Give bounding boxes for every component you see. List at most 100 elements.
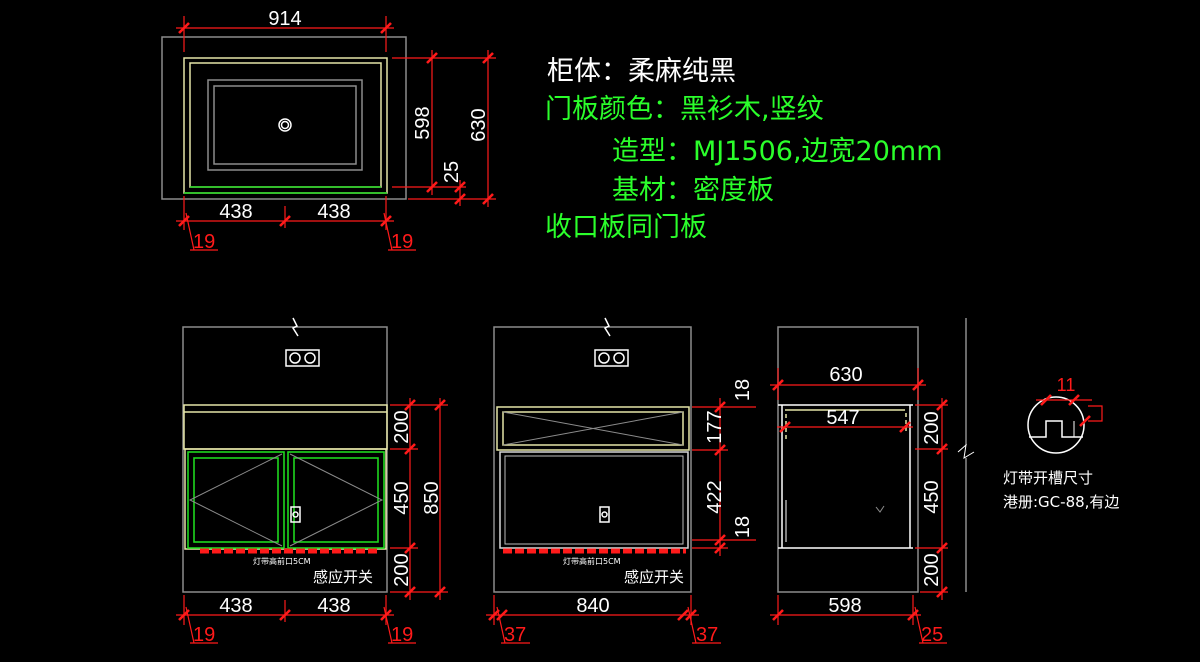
drain-hole-inner [280,120,290,130]
dimension-tick [936,443,948,455]
section-body-depth-label: 598 [828,595,861,617]
socket-outlet [289,352,301,364]
plan-right-half-label: 438 [317,201,350,223]
break-symbol [291,317,299,337]
plan-outline [161,36,407,200]
dimension-tick [1040,394,1052,406]
left-door [187,451,285,549]
section-middle-dim-label: 450 [921,480,943,513]
leader-line [185,212,195,251]
elevation-outline [493,326,692,593]
plan-total-depth-label: 630 [468,108,490,141]
dimension-tick [936,586,948,598]
trim-note: 收口板同门板 [545,212,707,243]
sink-basin-inner [213,85,357,165]
cabinet-dim-label: 422 [704,480,726,513]
section-mark [875,505,885,513]
dimension-tick [677,609,689,621]
break-symbol [957,443,975,459]
dimension-tick [434,399,446,411]
front-left-side-label: 19 [193,624,215,646]
spec-notes: 柜体：柔麻纯黑 门板颜色：黑衫木,竖纹 造型：MJ1506,边宽20mm 基材：… [545,56,943,243]
break-symbol [603,317,611,337]
section-outline [777,326,919,593]
led-height-note: 灯带高前口5CM [253,556,311,566]
front-elevation: 灯带高前口5CM 感应开关 [182,317,388,593]
dimension-tick [482,52,494,64]
sensor-switch-dot [292,511,299,518]
front-right-half-label: 438 [317,595,350,617]
front-elevation-dimensions: 200 450 200 850 438 438 19 19 [176,398,448,646]
leader-line [914,606,924,644]
leader-line [687,606,697,644]
dimension-tick [1079,415,1091,427]
front-right-side-label: 19 [391,624,413,646]
groove-depth-bracket [1088,405,1103,422]
drawer-rail [496,406,690,451]
dimension-tick [488,609,500,621]
leader-line [383,212,393,251]
dimension-tick [912,379,924,391]
plan-right-side-label: 19 [391,231,413,253]
elevation-outline [182,326,388,593]
top-panel-label: 18 [732,379,754,401]
dimension-tick [178,22,190,34]
dimension-tick [714,542,726,554]
socket-outlet [304,352,316,364]
substrate-note: 基材：密度板 [612,175,774,206]
leader-line [496,606,506,644]
dimension-tick [380,22,392,34]
plan-width-label: 914 [268,8,301,30]
section-lower-dim-label: 200 [921,553,943,586]
front-door-dim-label: 450 [391,481,413,514]
sensor-switch-dot [601,511,608,518]
plan-left-side-label: 19 [193,231,215,253]
plan-dimensions: 914 598 25 630 438 438 19 [176,8,496,253]
leader-line [383,606,393,644]
plan-back-gap-label: 25 [441,161,463,183]
dimension-tick [279,609,291,621]
left-door-panel [193,457,279,543]
dimension-tick [772,609,784,621]
drawer-dim-label: 177 [704,410,726,443]
dimension-tick [714,401,726,413]
dimension-tick [426,181,438,193]
drain-hole [278,118,292,132]
dimension-tick [279,215,291,227]
sensor-switch-icon [599,506,610,523]
dimension-tick [714,534,726,546]
dimension-tick [1068,394,1080,406]
socket-outlet [613,352,625,364]
groove-profile [1029,420,1083,438]
front-upper-dim-label: 200 [391,410,413,443]
open-right-side-label: 37 [696,624,718,646]
dimension-tick [714,444,726,456]
door-style-note: 造型：MJ1506,边宽20mm [612,136,943,167]
sink-basin-outer [207,79,363,171]
dimension-tick [426,52,438,64]
dimension-tick [482,193,494,205]
dimension-tick [496,609,508,621]
dimension-tick [404,586,416,598]
cabinet-material-note: 柜体：柔麻纯黑 [547,56,736,87]
plan-inner-depth-label: 598 [412,106,434,139]
open-cabinet-interior [504,455,684,545]
front-lower-dim-label: 200 [391,553,413,586]
dimension-tick [404,542,416,554]
inner-width-label: 840 [576,595,609,617]
socket-outlet [598,352,610,364]
dimension-tick [404,443,416,455]
dimension-tick [936,542,948,554]
left-door-swing-lines [188,453,283,547]
front-left-half-label: 438 [219,595,252,617]
dimension-tick [899,421,911,433]
groove-size-label: 11 [1057,375,1076,395]
double-socket [594,349,629,367]
dimension-tick [434,586,446,598]
drawer-cross-line [502,411,684,446]
dimension-tick [685,609,697,621]
dimension-tick [454,181,466,193]
plan-left-half-label: 438 [219,201,252,223]
side-section-dimensions: 630 547 200 450 200 598 25 [770,364,948,646]
